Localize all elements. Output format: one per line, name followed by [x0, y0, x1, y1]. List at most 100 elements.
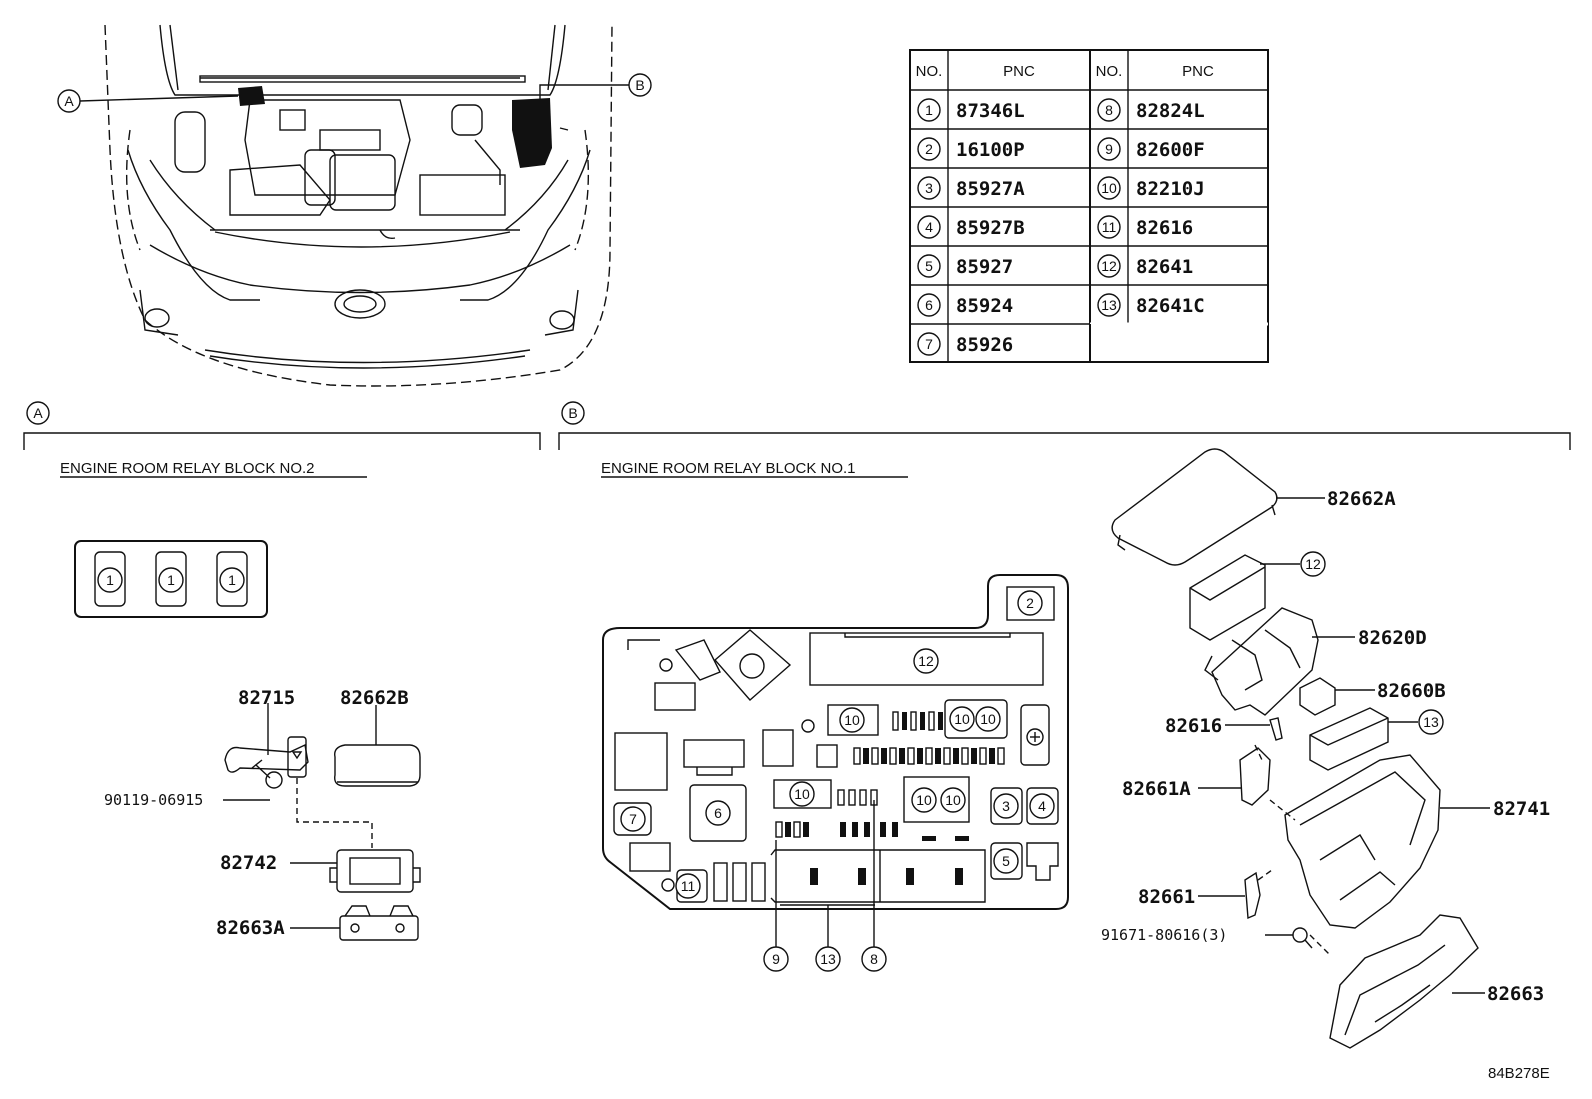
callout-number: 7	[629, 811, 637, 827]
part-label-82661: 82661	[1138, 886, 1195, 908]
table-no: 5	[925, 258, 933, 274]
fuse	[840, 822, 846, 837]
part-label-91671-80616: 91671-80616(3)	[1101, 926, 1227, 944]
table-no: 12	[1101, 258, 1117, 274]
table-no-circle	[917, 332, 941, 356]
callout-number: 13	[1423, 714, 1439, 730]
callout-number: 1	[167, 572, 175, 588]
fuse	[928, 711, 935, 731]
section-title-relay-block-1: ENGINE ROOM RELAY BLOCK NO.1	[601, 460, 856, 477]
table-header-0: NO.	[916, 63, 943, 80]
callout-circle	[789, 781, 815, 807]
fuse	[880, 822, 886, 837]
callout-circle	[1017, 590, 1043, 616]
table-pnc: 82210J	[1136, 178, 1205, 200]
table-no-circle	[1097, 293, 1121, 317]
part-label-82620d: 82620D	[1358, 627, 1427, 649]
table-no-circle	[917, 98, 941, 122]
callout-circle	[675, 873, 701, 899]
callout-circle	[1418, 709, 1444, 735]
callout-number: 10	[980, 711, 996, 727]
table-header-3: PNC	[1182, 63, 1214, 80]
table-pnc: 82641C	[1136, 295, 1205, 317]
fuse	[881, 748, 887, 764]
fuse	[803, 822, 809, 837]
part-label-82662a: 82662A	[1327, 488, 1396, 510]
fuse	[922, 836, 936, 841]
part-label-90119-06915: 90119-06915	[104, 791, 203, 809]
table-pnc: 85927B	[956, 217, 1025, 239]
table-no-circle	[917, 254, 941, 278]
table-no: 7	[925, 336, 933, 352]
table-pnc: 87346L	[956, 100, 1025, 122]
table-no: 3	[925, 180, 933, 196]
part-label-82663a: 82663A	[216, 917, 285, 939]
table-no-circle	[917, 176, 941, 200]
fuse	[971, 748, 977, 764]
table-no: 6	[925, 297, 933, 313]
section-marker-a: A	[23, 401, 541, 450]
callout-number: 12	[1305, 556, 1321, 572]
callout-number: 5	[1002, 853, 1010, 869]
callout-number: 8	[870, 951, 878, 967]
callout-circle	[158, 567, 184, 593]
table-pnc: 85926	[956, 334, 1013, 356]
table-pnc: 82616	[1136, 217, 1193, 239]
table-pnc: 85927	[956, 256, 1013, 278]
callout-number: 4	[1038, 798, 1046, 814]
callout-circle	[913, 648, 939, 674]
callout-circle	[1300, 551, 1326, 577]
section-marker-b: B	[558, 401, 1571, 450]
part-label-82742: 82742	[220, 852, 277, 874]
callout-circle	[911, 787, 937, 813]
fuse	[953, 748, 959, 764]
callout-circle	[949, 706, 975, 732]
fuse	[859, 789, 867, 806]
fuse	[892, 822, 898, 837]
table-no: 9	[1105, 141, 1113, 157]
svg-text:B: B	[568, 405, 577, 421]
table-no-circle	[1097, 215, 1121, 239]
table-no-circle	[1097, 176, 1121, 200]
part-label-82663: 82663	[1487, 983, 1544, 1005]
fuse	[892, 711, 899, 731]
table-no-circle	[1097, 137, 1121, 161]
table-no: 4	[925, 219, 933, 235]
table-no-circle	[1097, 98, 1121, 122]
fuse	[852, 822, 858, 837]
svg-text:B: B	[635, 77, 644, 93]
callout-circle	[705, 800, 731, 826]
fuse	[864, 822, 870, 837]
car-front-view	[104, 24, 613, 387]
callout-circle	[861, 946, 887, 972]
part-label-82660b: 82660B	[1377, 680, 1446, 702]
callout-number: 11	[681, 878, 696, 894]
fuse	[961, 747, 969, 765]
callout-number: 10	[916, 792, 932, 808]
fuse	[775, 821, 783, 838]
callout-number: 10	[945, 792, 961, 808]
callout-circle	[975, 706, 1001, 732]
table-no: 1	[925, 102, 933, 118]
relay-block-2-top-view	[74, 540, 268, 618]
fuse	[935, 748, 941, 764]
table-no: 10	[1101, 180, 1117, 196]
callout-number: 10	[844, 712, 860, 728]
table-header-2: NO.	[1096, 63, 1123, 80]
fuse	[920, 712, 925, 730]
relay-block-1-exploded	[1111, 448, 1490, 1049]
fuse	[871, 747, 879, 765]
table-pnc: 16100P	[956, 139, 1025, 161]
callout-number: 12	[918, 653, 934, 669]
callout-number: 9	[772, 951, 780, 967]
fuse	[979, 747, 987, 765]
table-pnc: 85927A	[956, 178, 1025, 200]
fuse	[899, 748, 905, 764]
callout-number: 1	[228, 572, 236, 588]
callout-number: 10	[794, 786, 810, 802]
table-no-circle	[917, 293, 941, 317]
callout-circle	[620, 806, 646, 832]
fuse	[889, 747, 897, 765]
svg-text:A: A	[33, 405, 43, 421]
